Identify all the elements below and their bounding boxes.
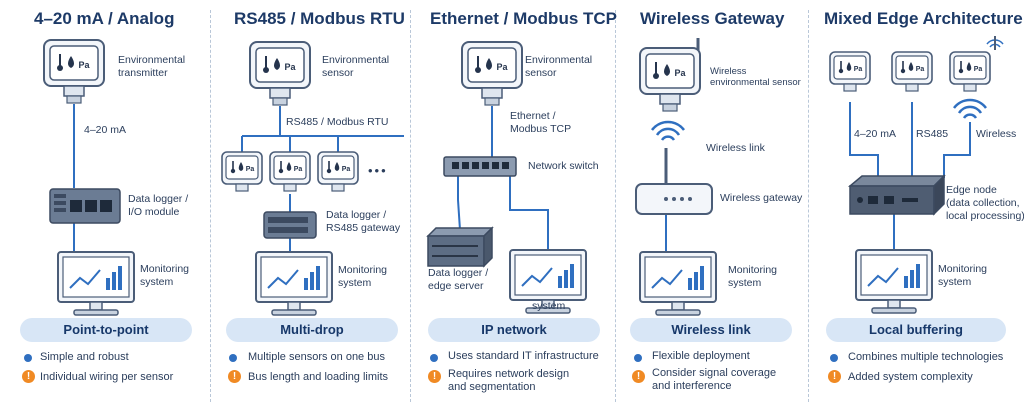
environmental-sensor-icon	[461, 41, 523, 106]
network-switch-icon	[443, 156, 517, 177]
bus-sensor-icon	[221, 151, 263, 192]
monitor-label: Monitoring system	[938, 263, 988, 288]
io-module-icon	[49, 188, 121, 224]
topology-pill: Multi-drop	[226, 318, 398, 342]
topology-pill: Point-to-point	[20, 318, 192, 342]
col2-title: RS485 / Modbus RTU	[234, 9, 405, 28]
pro-bullet-icon	[24, 354, 32, 362]
pro-bullet-icon	[830, 354, 838, 362]
pro-bullet-icon	[634, 354, 642, 362]
device-label: Environmental sensor	[525, 54, 593, 79]
pro-text: Uses standard IT infrastructure	[448, 350, 599, 362]
link-label: Wireless link	[706, 142, 765, 154]
signal-label: 4–20 mA	[84, 124, 127, 136]
analog-label: 4–20 mA	[854, 128, 897, 140]
environmental-sensor-icon	[249, 41, 311, 106]
edge-node-icon	[847, 174, 946, 216]
environmental-transmitter-icon	[43, 39, 105, 104]
monitor-label: system	[532, 300, 566, 312]
column-divider	[210, 10, 211, 402]
gateway-label: Wireless gateway	[720, 192, 803, 204]
col5-title: Mixed Edge Architecture	[824, 9, 1023, 28]
topology-pill: Local buffering	[826, 318, 1006, 342]
column-divider	[808, 10, 809, 402]
bus-label: RS485 / Modbus RTU	[286, 116, 389, 128]
topology-pill: IP network	[428, 318, 600, 342]
protocol-label: Ethernet / Modbus TCP	[510, 110, 572, 135]
edge-server-icon	[426, 226, 494, 268]
warning-icon: !	[428, 370, 441, 383]
wireless-sensor-icon	[949, 51, 991, 92]
col4-title: Wireless Gateway	[640, 9, 785, 28]
wireless-environmental-sensor-icon	[639, 47, 701, 112]
analog-sensor-icon	[829, 51, 871, 92]
con-text: Added system complexity	[848, 371, 973, 383]
pro-text: Flexible deployment	[652, 350, 750, 362]
monitor-icon	[255, 251, 333, 316]
device-label: Wireless environmental sensor	[710, 66, 801, 88]
pro-bullet-icon	[430, 354, 438, 362]
con-text: Bus length and loading limits	[248, 371, 389, 383]
gateway-label: Data logger / RS485 gateway	[326, 209, 401, 234]
col5-drawing	[829, 36, 1004, 314]
pro-bullet-icon	[229, 354, 237, 362]
bus-sensor-icon	[317, 151, 359, 192]
pro-text: Combines multiple technologies	[848, 351, 1004, 363]
rs485-gateway-icon	[263, 211, 317, 239]
pro-text: Multiple sensors on one bus	[248, 351, 385, 363]
con-text: Individual wiring per sensor	[40, 371, 174, 383]
rs485-sensor-icon	[891, 51, 933, 92]
col2-drawing	[221, 41, 404, 316]
wireless-waves-icon	[952, 98, 988, 120]
warning-icon: !	[228, 370, 241, 383]
monitor-icon	[57, 251, 135, 316]
col1-drawing	[43, 39, 135, 316]
topology-pill: Wireless link	[630, 318, 792, 342]
col1-title: 4–20 mA / Analog	[34, 9, 175, 28]
monitor-icon	[855, 249, 933, 314]
more-sensors-ellipsis: •••	[368, 163, 388, 178]
con-text: Requires network design and segmentation	[448, 368, 570, 393]
wireless-label: Wireless	[976, 128, 1017, 140]
wireless-waves-icon	[650, 120, 686, 142]
monitor-label: Monitoring system	[728, 264, 778, 289]
col3-title: Ethernet / Modbus TCP	[430, 9, 617, 28]
column-divider	[410, 10, 411, 402]
monitor-label: Monitoring system	[338, 264, 388, 289]
logger-label: Data logger / I/O module	[128, 193, 189, 218]
column-divider	[615, 10, 616, 402]
wireless-gateway-icon	[635, 148, 713, 215]
device-label: Environmental sensor	[322, 54, 390, 79]
server-label: Data logger / edge server	[428, 267, 489, 292]
warning-icon: !	[632, 370, 645, 383]
pro-text: Simple and robust	[40, 351, 129, 363]
col3-drawing	[426, 41, 587, 314]
switch-label: Network switch	[528, 160, 599, 172]
con-text: Consider signal coverage and interferenc…	[652, 367, 777, 392]
warning-icon: !	[828, 370, 841, 383]
warning-icon: !	[22, 370, 35, 383]
rs485-label: RS485	[916, 128, 949, 140]
col4-drawing	[635, 38, 717, 316]
bus-sensor-icon	[269, 151, 311, 192]
edge-node-label: Edge node (data collection, local proces…	[946, 184, 1024, 222]
monitor-label: Monitoring system	[140, 263, 190, 288]
monitor-icon	[639, 251, 717, 316]
device-label: Environmental transmitter	[118, 54, 186, 79]
